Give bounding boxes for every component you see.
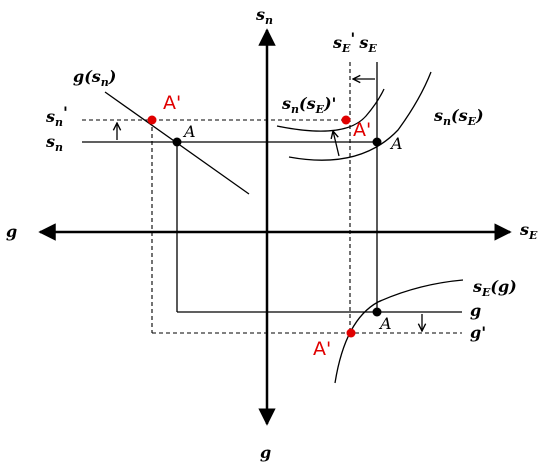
sn-of-sE-curve [288, 71, 432, 161]
axis-label-bottom: g [260, 443, 271, 462]
label-A-prime-bottom-right: A' [313, 338, 331, 360]
axis-label-left: g [6, 222, 17, 241]
sn-of-sE-prime-curve [276, 88, 385, 132]
axis-label-top: sn [255, 5, 273, 27]
label-g-prime-right: g' [470, 323, 486, 342]
label-sn: sn [45, 132, 63, 154]
point-A-prime-top-right [341, 115, 351, 125]
point-A-top-right [372, 137, 382, 147]
label-sE-of-g: sE(g) [472, 277, 517, 299]
label-A-bottom-right: A [378, 314, 392, 333]
label-A-prime-top-right: A' [353, 119, 371, 141]
point-A-top-left [172, 137, 182, 147]
label-sn-prime: sn' [45, 103, 68, 129]
label-A-prime-top-left: A' [163, 92, 181, 114]
sE-of-g-curve [334, 279, 464, 384]
label-g-of-sn: g(sn) [73, 67, 116, 89]
label-A-top-left: A [182, 122, 196, 141]
point-A-prime-top-left [147, 115, 157, 125]
label-A-top-right: A [389, 134, 403, 153]
label-sE-prime-sE: sE'sE [332, 29, 377, 55]
label-sn-of-sE: sn(sE) [433, 106, 484, 128]
label-sn-of-sE-prime: sn(sE)' [281, 94, 336, 116]
point-A-bottom-right [372, 307, 382, 317]
point-A-prime-bottom-right [346, 328, 356, 338]
label-g-right: g [470, 301, 481, 320]
axis-label-right: sE [519, 220, 538, 242]
curve-shift-arrow [333, 131, 340, 157]
